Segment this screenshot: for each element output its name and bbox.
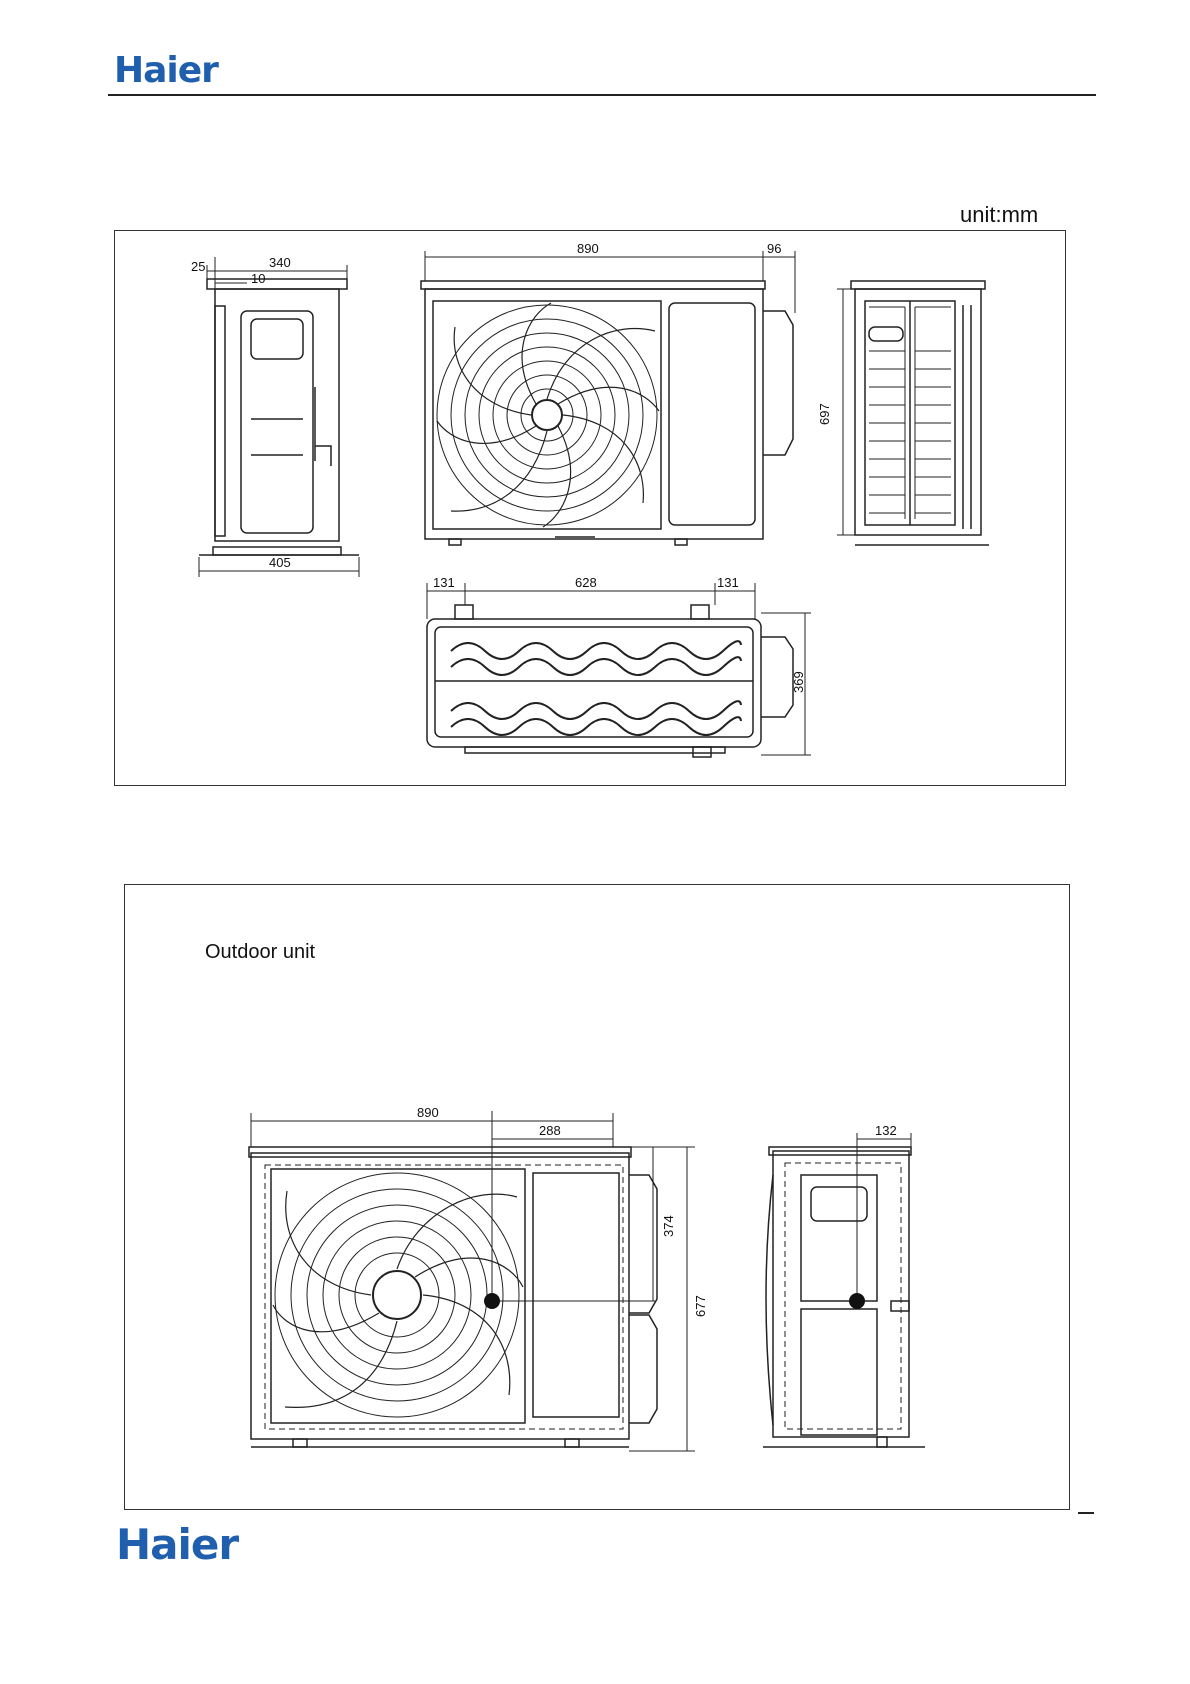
page-marker	[1078, 1512, 1094, 1514]
front-view	[421, 281, 793, 545]
dim-628: 628	[575, 575, 597, 590]
unit-label: unit:mm	[960, 202, 1038, 228]
dim-374: 374	[661, 1215, 676, 1237]
dim-288: 288	[539, 1123, 561, 1138]
dim-405: 405	[269, 555, 291, 570]
dim-132: 132	[875, 1123, 897, 1138]
right-view-dims	[837, 289, 855, 535]
dimension-drawing-panel: 340 25 10 405 890 96 697 131 628 131 369	[114, 230, 1066, 786]
haier-logo-bottom: Haier	[116, 1520, 238, 1569]
dimension-drawing: 340 25 10 405 890 96 697 131 628 131 369	[115, 231, 1067, 787]
cog-front-view	[249, 1147, 657, 1447]
cog-marker-front	[484, 1293, 500, 1309]
side-view-left	[199, 279, 359, 555]
side-view-dims	[199, 257, 359, 577]
dim-131-left: 131	[433, 575, 455, 590]
outdoor-unit-panel: Outdoor unit	[124, 884, 1070, 1510]
dim-10: 10	[251, 271, 265, 286]
right-view	[851, 281, 989, 545]
dim-697: 697	[817, 403, 832, 425]
dim-890-top: 890	[577, 241, 599, 256]
cog-front-dashed-outline	[265, 1165, 623, 1429]
haier-logo-top: Haier	[114, 50, 218, 91]
dim-25: 25	[191, 259, 205, 274]
header-rule	[108, 94, 1096, 96]
cog-side-dims	[857, 1133, 911, 1301]
cog-marker-side	[849, 1293, 865, 1309]
dim-890-bottom: 890	[417, 1105, 439, 1120]
center-of-gravity-drawing: 890 288 374 677 132	[125, 885, 1071, 1511]
dim-369: 369	[791, 671, 806, 693]
dim-340: 340	[269, 255, 291, 270]
plan-view	[427, 605, 793, 757]
cog-side-dashed-outline	[785, 1163, 901, 1429]
plan-view-wave-fins	[451, 641, 741, 735]
dim-96: 96	[767, 241, 781, 256]
dim-677: 677	[693, 1295, 708, 1317]
dim-131-right: 131	[717, 575, 739, 590]
